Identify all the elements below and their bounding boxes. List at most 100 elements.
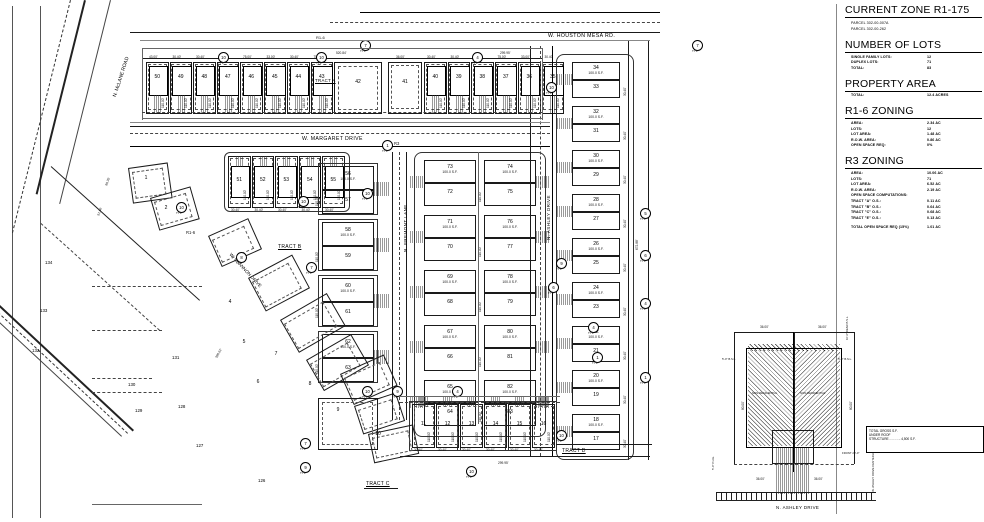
callout-bubble-19[interactable]: 1 <box>640 372 651 383</box>
callout-typ-16: TYP. <box>640 217 647 221</box>
callout-bubble-14[interactable]: 4 <box>588 322 599 333</box>
center-lot-72-number: 72 <box>447 189 453 195</box>
north-lot-48-pad <box>193 62 216 114</box>
north-lot-48-building <box>195 66 215 96</box>
callout-bubble-15[interactable]: 1 <box>592 352 603 363</box>
legend-row-4-8: TRACT "E" O.S.:0.13 AC <box>851 216 969 220</box>
zone-tag-r16-sf: R1-6 <box>186 230 196 235</box>
callout-bubble-23[interactable]: 10 <box>556 430 567 441</box>
callout-bubble-5[interactable]: 10 <box>546 82 557 93</box>
callout-bubble-17[interactable]: 6 <box>640 250 651 261</box>
center-lot-80-driveway <box>536 341 550 353</box>
callout-bubble-0[interactable]: 10 <box>218 52 229 63</box>
callout-bubble-20[interactable]: 7 <box>300 438 311 449</box>
center-lot-78-driveway <box>536 286 550 298</box>
east-lot-32-number: 32 <box>593 109 599 115</box>
south-lot-16-depth: 110.00' <box>547 431 551 442</box>
north-lot-48-depth: 110.00' <box>207 97 212 108</box>
callout-bubble-13[interactable]: 6 <box>548 282 559 293</box>
callout-typ-18: TYP. <box>640 307 647 311</box>
callout-typ-26: TYP. <box>392 395 399 399</box>
callout-bubble-2[interactable]: 4 <box>472 52 483 63</box>
legend-gap-1 <box>845 70 982 78</box>
center-lot-70-number: 70 <box>447 244 453 250</box>
callout-bubble-11[interactable]: 1 <box>382 140 393 151</box>
callout-bubble-1[interactable]: 10 <box>316 52 327 63</box>
legend-row-value-3-0: 2.34 AC <box>927 120 941 125</box>
north-lot-45-driveway <box>271 95 279 113</box>
houston-mesa-centerline <box>330 22 660 23</box>
center-lot-77-number: 77 <box>507 244 513 250</box>
tract-c-label: TRACT C <box>366 481 390 487</box>
east-lot-18-pad <box>572 414 620 432</box>
center-lot-66-number: 66 <box>447 354 453 360</box>
south-lot-15-number: 15 <box>516 421 523 427</box>
detail-centerline-label: IN. ASHLEY DRIVE CENTERLINE <box>871 448 875 492</box>
north-lot-36-number: 36 <box>518 75 541 80</box>
ashley-edge-right <box>552 46 554 456</box>
east-pair-6-dim: 30.40' <box>623 351 627 360</box>
detail-bottom-w-left: 36.00' <box>756 477 765 481</box>
legend-row-4-2: LOT AREA:6.52 AC <box>851 182 969 186</box>
east-lot-31-number: 31 <box>593 128 599 134</box>
legend-row-value-4-0: 10.06 AC <box>927 170 943 175</box>
mid-lot-51-width: 30.40' <box>231 208 240 212</box>
north-lot-46-width: 75.00' <box>243 55 252 59</box>
neighbor-parcel-128: 128 <box>178 404 186 409</box>
south-lot-15-bsl <box>509 406 530 445</box>
legend-row-2-0: TOTAL:12.4 ACRES <box>851 93 969 97</box>
mid-lot-51-driveway <box>236 156 244 167</box>
shannon-edge-a <box>0 198 135 432</box>
callout-bubble-16[interactable]: 5 <box>640 208 651 219</box>
mid-lot-53-driveway <box>283 156 291 167</box>
callout-bubble-6[interactable]: 10 <box>176 202 187 213</box>
callout-typ-15: TYP. <box>592 361 599 365</box>
legend-row-key-4-3: R.O.W. AREA: <box>851 187 877 192</box>
center-lot-77-pad <box>484 238 536 261</box>
east-pair-5-dim: 30.40' <box>623 307 627 316</box>
legend-row-4-7: TRACT "C" O.S.:0.68 AC <box>851 210 969 214</box>
parcel-line-3 <box>92 378 152 379</box>
fremont-pair-2-driveway <box>374 294 390 308</box>
dim-north-right: 299.95' <box>500 51 511 55</box>
north-lot-48-number: 48 <box>201 74 208 80</box>
callout-bubble-7[interactable]: 10 <box>298 196 309 207</box>
center-lot-67-driveway <box>410 341 424 353</box>
center-lot-67-sf: 100.0 S.F. <box>442 335 458 339</box>
center-lot-76-pad <box>484 215 536 238</box>
north-lot-36-driveway <box>526 95 534 113</box>
north-lot-37-pad <box>494 62 517 114</box>
detail-lot-front-line <box>734 464 854 465</box>
fremont-lot-60-pad <box>322 278 374 302</box>
detail-depth-right: 80.00' <box>849 401 853 410</box>
callout-bubble-9[interactable]: 7 <box>306 262 317 273</box>
callout-bubble-24[interactable]: 10 <box>362 386 373 397</box>
south-boundary <box>400 456 650 457</box>
east-lot-20-pad <box>572 370 620 388</box>
center-lot-64-number: 64 <box>447 409 453 415</box>
north-lot-44-depth: 110.00' <box>301 97 306 108</box>
callout-bubble-18[interactable]: 4 <box>640 298 651 309</box>
callout-bubble-8[interactable]: 8 <box>236 252 247 263</box>
legend-row-4-5: TRACT "A" O.S.:0.11 AC <box>851 199 969 203</box>
fremont-lot-63-pad <box>322 358 374 382</box>
north-lot-43-number: 43 <box>318 74 325 80</box>
callout-bubble-12[interactable]: 9 <box>556 258 567 269</box>
north-lot-49-building <box>172 66 192 96</box>
legend-row-key-4-2: LOT AREA: <box>851 182 872 187</box>
callout-bubble-22[interactable]: 10 <box>466 466 477 477</box>
fremont-lot-57-pad <box>322 190 374 214</box>
north-lot-38-pad <box>471 62 494 114</box>
callout-bubble-26[interactable]: 9 <box>392 386 403 397</box>
east-lot-29-pad <box>572 168 620 186</box>
legend-gap-0 <box>845 31 982 39</box>
east-pair-4-dim: 30.40' <box>623 263 627 272</box>
callout-bubble-10[interactable]: 10 <box>362 188 373 199</box>
sf-lot-1-number: 1 <box>144 175 148 181</box>
callout-typ-0: TYP. <box>218 61 225 65</box>
east-pair-0-driveway <box>557 74 572 85</box>
callout-bubble-21[interactable]: 9 <box>300 462 311 473</box>
legend-row-1-0: SINGLE FAMILY LOTS:12 <box>851 55 969 59</box>
callout-bubble-4[interactable]: 7 <box>692 40 703 51</box>
